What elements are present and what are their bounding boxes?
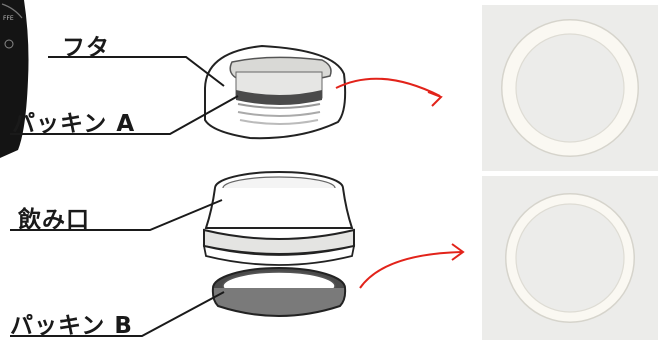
leader-lines xyxy=(10,56,239,337)
lid-label: フタ xyxy=(62,35,110,61)
spout-part xyxy=(202,171,356,266)
gasket-a-label: パッキン A xyxy=(12,111,136,137)
gasket-b-part xyxy=(211,267,347,317)
bottle-corner-image: FFE xyxy=(0,0,29,158)
red-arrows xyxy=(335,77,465,289)
lid-part xyxy=(204,44,347,140)
svg-text:FFE: FFE xyxy=(3,15,14,22)
spout-label: 飲み口 xyxy=(18,207,90,233)
gasket-a-photo xyxy=(482,5,658,171)
gasket-b-photo xyxy=(482,176,658,340)
gasket-b-label: パッキン B xyxy=(10,313,133,339)
